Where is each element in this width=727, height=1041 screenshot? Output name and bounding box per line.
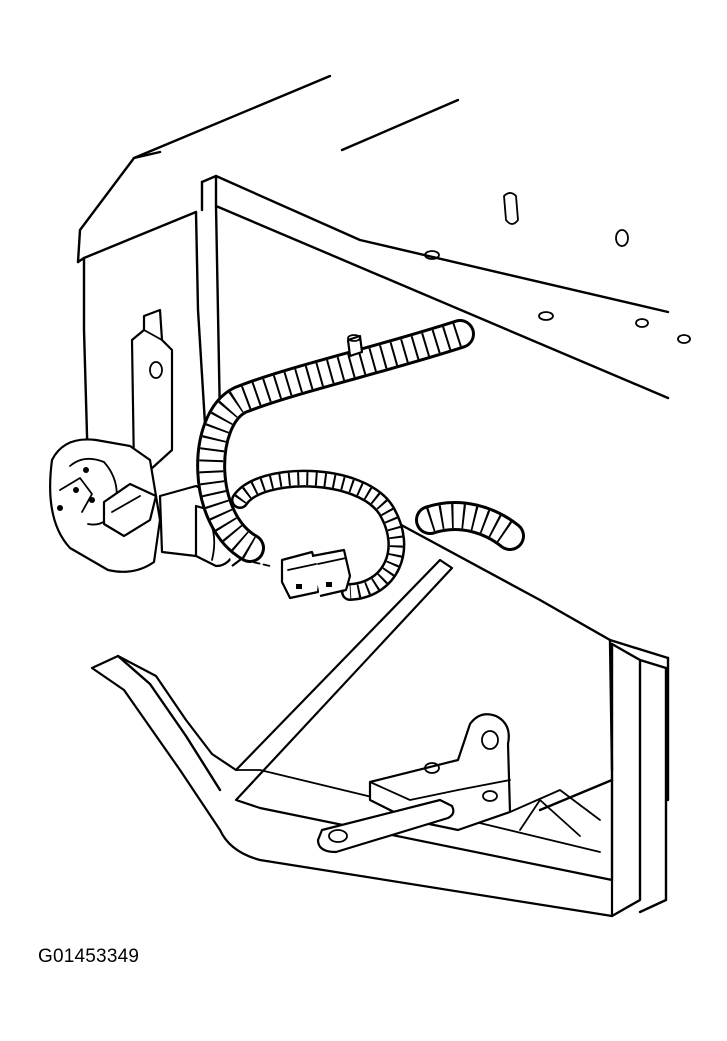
step-bumper-frame [90, 558, 668, 918]
hitch-bracket [316, 713, 601, 854]
wiring-harness [196, 319, 525, 601]
vehicle-body [76, 74, 460, 472]
wiring-connector-plug [243, 548, 352, 600]
connector-mounting-plate [130, 308, 174, 472]
figure-id-label: G01453349 [38, 946, 140, 967]
frame-crossmember [200, 174, 691, 422]
